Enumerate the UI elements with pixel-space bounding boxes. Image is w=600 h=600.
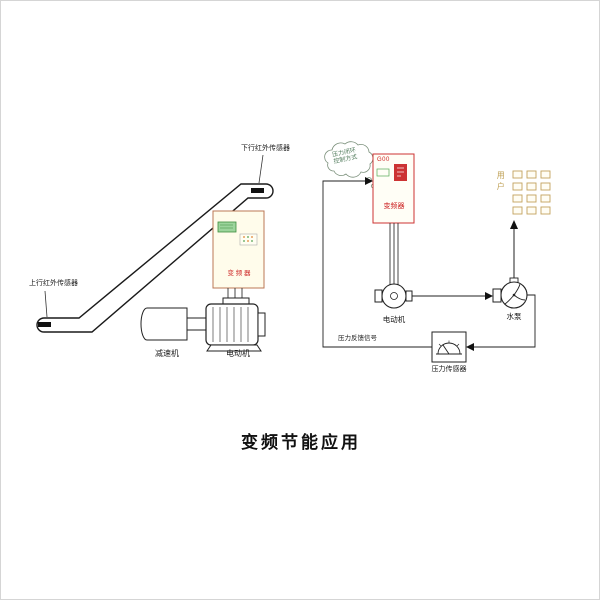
inverter-box-left [212, 210, 265, 289]
inverter-red-panel [394, 164, 407, 181]
pump-label: 水泵 [506, 312, 522, 321]
keypad [239, 233, 258, 246]
keypad-dot [251, 240, 253, 242]
keypad-dot [243, 240, 245, 242]
water-pump [492, 277, 528, 309]
feedback-signal-label: 压力反馈信号 [338, 335, 377, 342]
page-title: 变频节能应用 [241, 433, 361, 452]
flow-arrow-motor-to-pump [412, 292, 493, 300]
pointer-line-top [258, 154, 264, 184]
cloud-outline [324, 141, 374, 178]
users-grid [512, 170, 551, 215]
motor-right-flange-left [374, 289, 383, 303]
inverter-display-small [376, 168, 390, 177]
thought-cloud [324, 141, 376, 189]
pressure-sensor-label: 压力传感器 [431, 366, 467, 373]
pump-center [512, 293, 516, 297]
pump-inlet [492, 288, 502, 303]
flow-arrow-pump-to-users [510, 220, 518, 278]
ir-sensor-bottom [38, 322, 51, 327]
motor-right-label: 电动机 [382, 315, 406, 324]
reducer-label: 减速机 [155, 349, 179, 358]
ir-sensor-top [251, 188, 264, 193]
pressure-sensor [431, 331, 467, 363]
gauge-needle [442, 344, 450, 355]
wires-right [389, 223, 399, 285]
users-label: 用户 [496, 171, 506, 193]
motor-right [374, 283, 413, 309]
inverter-display-code: G00 [377, 157, 390, 163]
inverter-right-label: 变频器 [383, 203, 405, 210]
motor-end-cap [257, 312, 266, 337]
motor-left-label: 电动机 [226, 349, 250, 358]
motor-right-flange-right [405, 290, 413, 302]
motor-left [205, 297, 266, 352]
pointer-line-bottom [44, 290, 48, 318]
inverter-left-label: 变 频 器 [227, 270, 251, 277]
motor-body [205, 303, 259, 346]
pump-to-sensor-line [466, 294, 536, 351]
keypad-dot [247, 236, 249, 238]
reducer [140, 307, 207, 341]
wires-left [227, 288, 243, 299]
feedback-line [322, 177, 432, 348]
sensor-box [431, 331, 467, 363]
motor-feet [206, 344, 262, 352]
keypad-dot [243, 236, 245, 238]
gauge-ticks [438, 340, 460, 347]
down-sensor-label: 下行红外传感器 [241, 145, 290, 152]
inverter-right-body [372, 153, 415, 224]
motor-fins [212, 307, 249, 342]
keypad-dot [247, 240, 249, 242]
display-screen [217, 221, 237, 233]
up-sensor-label: 上行红外传感器 [29, 280, 78, 287]
red-panel-marks [397, 167, 404, 177]
keypad-dot [251, 236, 253, 238]
reducer-cylinder [140, 307, 188, 341]
inverter-box-right [372, 153, 415, 224]
motor-right-hub [390, 292, 398, 300]
reducer-shaft [186, 317, 207, 331]
